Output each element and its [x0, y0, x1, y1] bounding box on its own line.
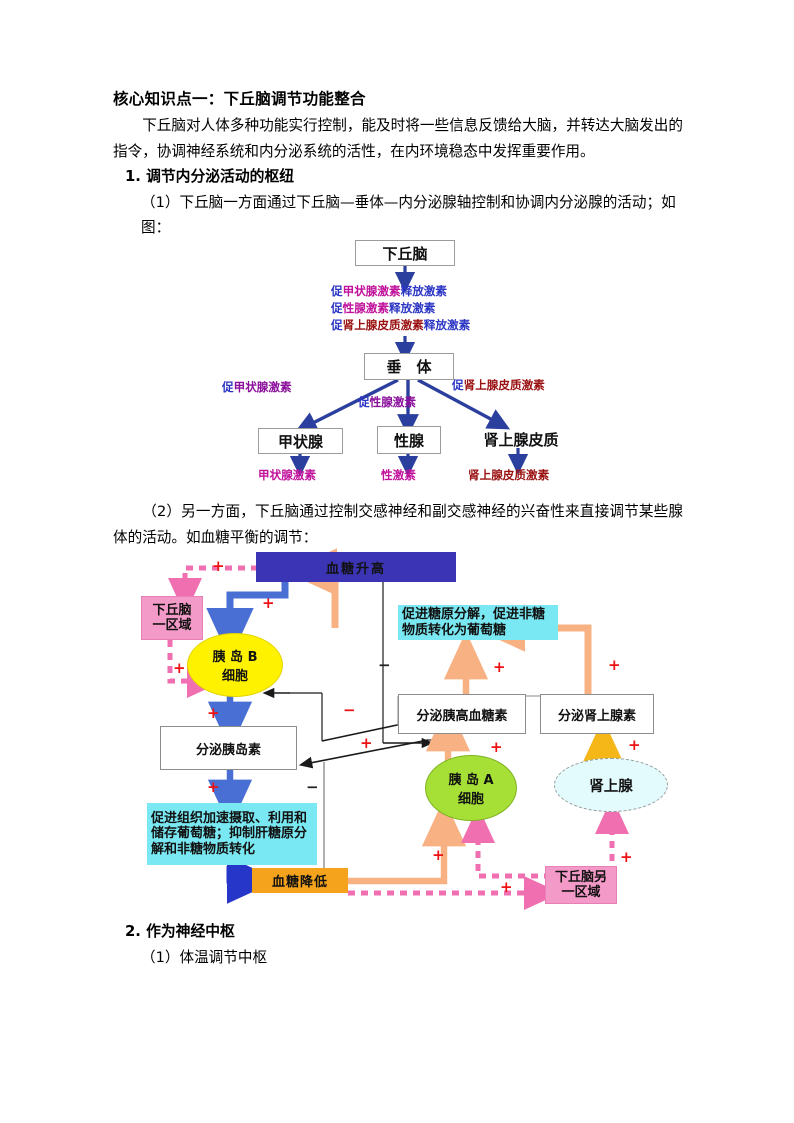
plus-sign-feedback-insulin: + [360, 734, 373, 752]
endocrine-axis-diagram: 下丘脑 促甲状腺激素释放激素 促性腺激素释放激素 促肾上腺皮质激素释放激素 垂 … [0, 232, 794, 487]
node-glucagon-effect: 促进糖原分解，促进非糖物质转化为葡萄糖 [398, 605, 558, 640]
tropic-hormone-adrenal: 促肾上腺皮质激素 [452, 378, 545, 392]
releasing-hormone-3: 促肾上腺皮质激素释放激素 [331, 318, 471, 332]
prose-block-bottom: 2. 作为神经中枢 （1）体温调节中枢 [113, 919, 683, 970]
prose-block-middle: （2）另一方面，下丘脑通过控制交感神经和副交感神经的兴奋性来直接调节某些腺体的活… [113, 498, 683, 550]
node-hypothalamus-region-1-line2: 一区域 [152, 618, 192, 633]
minus-sign-insulin-inhibit: − [306, 778, 319, 796]
plus-sign-isletb-to-insulin: + [207, 704, 220, 722]
section-1-title: 1. 调节内分泌活动的枢纽 [125, 168, 295, 185]
node-secrete-adrenaline: 分泌肾上腺素 [540, 694, 654, 734]
node-islet-b-line2: 细胞 [221, 669, 248, 684]
node-secrete-adrenaline-label: 分泌肾上腺素 [557, 708, 636, 724]
node-islet-b-line1: 胰 岛 B [212, 650, 258, 665]
node-insulin-effect: 促进组织加速摄取、利用和储存葡萄糖；抑制肝糖原分解和非糖物质转化 [147, 803, 317, 865]
plus-sign-low-to-isleta: + [432, 846, 445, 864]
plus-sign-glucose-to-region1: + [212, 557, 225, 575]
plus-sign-low-to-region2: + [500, 878, 513, 896]
node-islet-b-cell: 胰 岛 B 细胞 [187, 633, 283, 697]
node-secrete-glucagon: 分泌胰高血糖素 [398, 694, 526, 734]
node-blood-glucose-high: 血糖升高 [256, 552, 456, 582]
minus-sign-feedback-glucagon: − [343, 701, 356, 719]
node-islet-a-line2: 细胞 [457, 792, 484, 807]
node-pituitary: 垂 体 [364, 353, 454, 380]
node-secrete-insulin: 分泌胰岛素 [160, 726, 297, 770]
section-1-item-1: （1）下丘脑一方面通过下丘脑—垂体—内分泌腺轴控制和协调内分泌腺的活动；如图： [141, 193, 676, 237]
plus-sign-insulin-to-effect: + [207, 778, 220, 796]
minus-sign-glucose-inhibit: − [378, 656, 391, 674]
node-islet-a-cell: 胰 岛 A 细胞 [425, 755, 517, 821]
end-hormone-adrenal: 肾上腺皮质激素 [468, 468, 550, 482]
node-blood-glucose-low-label: 血糖降低 [271, 875, 328, 890]
diagram1-arrows [289, 266, 529, 477]
node-thyroid-label: 甲状腺 [277, 432, 323, 451]
node-hypothalamus-region-1-line1: 下丘脑 [152, 603, 192, 618]
node-thyroid: 甲状腺 [258, 428, 343, 454]
section-2-item-1: （1）体温调节中枢 [141, 948, 268, 966]
plus-sign-adrenaline-to-effect: + [608, 656, 621, 674]
end-hormone-gonad: 性激素 [381, 468, 416, 482]
releasing-hormone-2: 促性腺激素释放激素 [331, 301, 436, 315]
plus-sign-glucagon-to-effect: + [493, 658, 506, 676]
prose-block-top: 核心知识点一：下丘脑调节功能整合 下丘脑对人体多种功能实行控制，能及时将一些信息… [113, 86, 683, 241]
section-1-item-2: （2）另一方面，下丘脑通过控制交感神经和副交感神经的兴奋性来直接调节某些腺体的活… [113, 503, 683, 546]
page-title: 核心知识点一：下丘脑调节功能整合 [113, 90, 366, 108]
tropic-hormone-gonad: 促性腺激素 [358, 395, 416, 409]
node-secrete-glucagon-label: 分泌胰高血糖素 [416, 708, 508, 724]
section-2-title: 2. 作为神经中枢 [125, 923, 235, 940]
node-pituitary-label: 垂 体 [386, 358, 432, 376]
tropic-hormone-thyroid: 促甲状腺激素 [222, 380, 292, 394]
node-adrenal-cortex: 肾上腺皮质 [475, 426, 567, 452]
node-hypothalamus: 下丘脑 [355, 240, 455, 266]
node-adrenal-cortex-label: 肾上腺皮质 [483, 430, 559, 449]
plus-sign-glucose-to-isletb: + [262, 594, 275, 612]
node-adrenal-gland-label: 肾上腺 [589, 778, 633, 795]
node-blood-glucose-high-label: 血糖升高 [325, 561, 386, 577]
node-hypothalamus-region-2-line1: 下丘脑另 [554, 870, 607, 885]
plus-sign-region1-to-isletb: + [173, 659, 186, 677]
node-secrete-insulin-label: 分泌胰岛素 [195, 742, 261, 758]
intro-paragraph: 下丘脑对人体多种功能实行控制，能及时将一些信息反馈给大脑，并转达大脑发出的指令，… [113, 117, 683, 160]
node-islet-a-line1: 胰 岛 A [448, 773, 494, 788]
node-hypothalamus-region-1: 下丘脑 一区域 [141, 596, 203, 640]
node-adrenal-gland: 肾上腺 [554, 758, 668, 812]
plus-sign-isleta-to-glucagon: + [490, 738, 503, 756]
plus-sign-adrenal-to-adrenaline: + [628, 736, 641, 754]
node-blood-glucose-low: 血糖降低 [252, 868, 348, 893]
plus-sign-region2-to-adrenal: + [620, 848, 633, 866]
releasing-hormone-1: 促甲状腺激素释放激素 [331, 284, 447, 298]
blood-glucose-regulation-diagram: 血糖升高 下丘脑 一区域 胰 岛 B 细胞 分泌胰岛素 促进组织加速摄取、利用和… [0, 548, 794, 910]
node-insulin-effect-text: 促进组织加速摄取、利用和储存葡萄糖；抑制肝糖原分解和非糖物质转化 [151, 810, 308, 857]
end-hormone-thyroid: 甲状腺激素 [258, 468, 316, 482]
diagram2-connectors [167, 548, 629, 910]
node-hypothalamus-region-2: 下丘脑另 一区域 [545, 866, 617, 904]
node-hypothalamus-region-2-line2: 一区域 [561, 885, 601, 900]
node-glucagon-effect-text: 促进糖原分解，促进非糖物质转化为葡萄糖 [402, 607, 546, 638]
node-gonad: 性腺 [377, 426, 441, 454]
node-hypothalamus-label: 下丘脑 [382, 244, 428, 263]
node-gonad-label: 性腺 [393, 431, 424, 450]
